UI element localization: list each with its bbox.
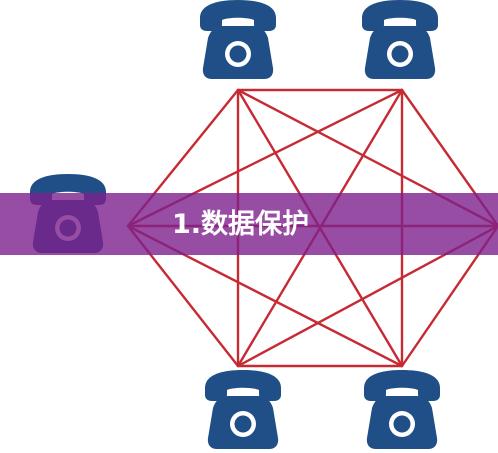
banner-title: 1.数据保护	[172, 209, 310, 240]
telephone-icon	[200, 0, 276, 79]
telephone-icon	[362, 0, 438, 79]
title-banner	[0, 193, 498, 255]
telephone-icon	[205, 370, 281, 449]
telephone-icon	[364, 370, 440, 449]
